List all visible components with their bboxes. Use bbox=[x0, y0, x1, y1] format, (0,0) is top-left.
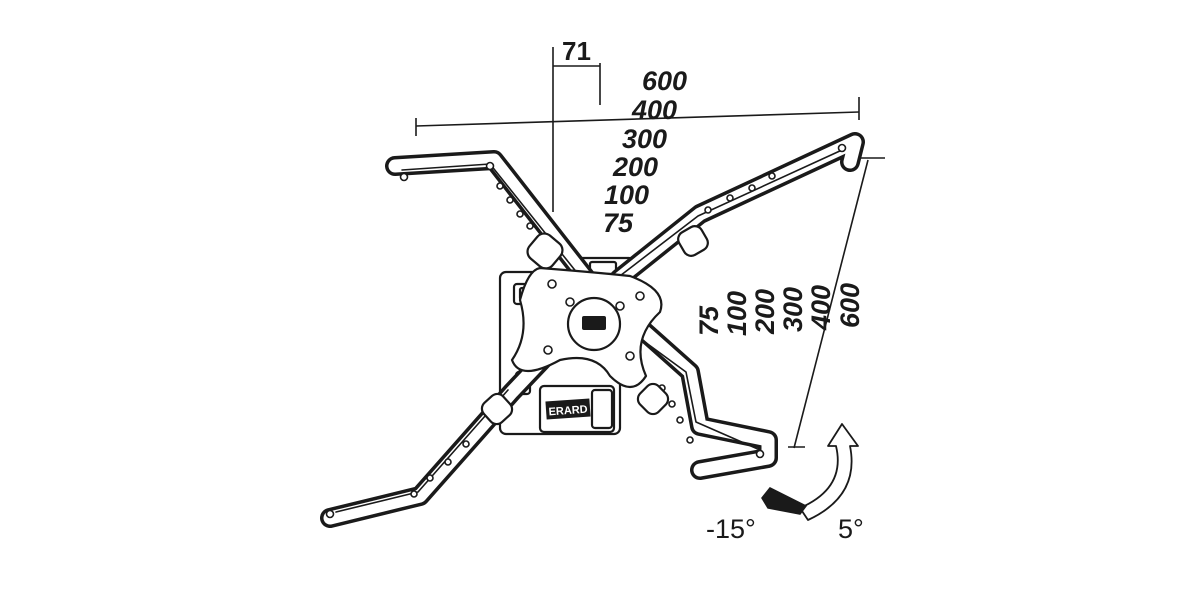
tilt-down-label: -15° bbox=[706, 514, 756, 544]
horizontal-vesa-label: 600 bbox=[642, 66, 687, 96]
dimension-lines bbox=[415, 47, 885, 449]
horizontal-vesa-label: 200 bbox=[612, 152, 658, 182]
vertical-vesa-label: 400 bbox=[806, 285, 836, 331]
vertical-vesa-label: 75 bbox=[694, 305, 724, 336]
tilt-up-label: 5° bbox=[838, 514, 864, 544]
brand-plate: ERARD bbox=[545, 398, 591, 420]
brand-logo: ERARD bbox=[548, 404, 588, 419]
horizontal-vesa-labels: 600 400 300 200 100 75 bbox=[603, 66, 687, 238]
vertical-vesa-labels: 75 100 200 300 400 600 bbox=[694, 283, 865, 336]
arm-sliders bbox=[480, 225, 709, 426]
arm-holes bbox=[325, 143, 847, 519]
horizontal-vesa-label: 400 bbox=[631, 95, 677, 125]
vertical-vesa-label: 100 bbox=[722, 291, 752, 336]
central-hub bbox=[510, 266, 663, 389]
vertical-vesa-label: 200 bbox=[750, 289, 780, 335]
horizontal-vesa-label: 75 bbox=[603, 208, 634, 238]
tilt-indicator bbox=[761, 423, 859, 521]
horizontal-vesa-label: 300 bbox=[622, 124, 667, 154]
tilt-down-arrow bbox=[761, 487, 808, 515]
tilt-up-arrow bbox=[799, 423, 859, 521]
offset-label: 71 bbox=[562, 36, 591, 66]
horizontal-vesa-label: 100 bbox=[604, 180, 649, 210]
vertical-vesa-label: 600 bbox=[835, 283, 865, 328]
vertical-vesa-label: 300 bbox=[778, 287, 808, 332]
